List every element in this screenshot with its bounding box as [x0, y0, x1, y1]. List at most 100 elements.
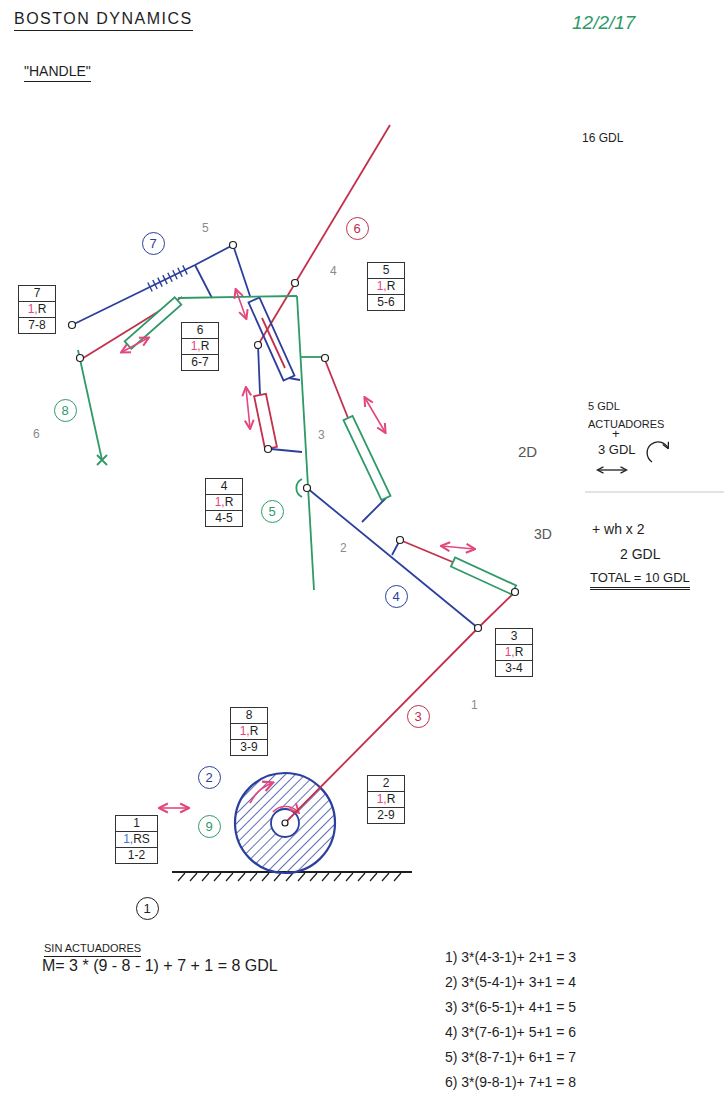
- table-cell: 1,: [240, 724, 250, 738]
- formula: 2) 3*(5-4-1)+ 3+1 = 4: [445, 974, 576, 990]
- table-row: 6: [182, 323, 218, 339]
- table-cell: 4-5: [215, 511, 232, 525]
- date: 12/2/17: [572, 12, 635, 33]
- joint: [69, 322, 76, 329]
- label-slot: 1: [471, 695, 478, 713]
- label-slot: 6) 3*(9-8-1)+ 7+1 = 8: [445, 1073, 576, 1091]
- link-number: 1: [143, 901, 150, 916]
- table-row: 1,R: [19, 302, 55, 318]
- note: 3 GDL: [598, 442, 636, 457]
- joint-table: 21,R2-9: [367, 775, 405, 824]
- table-row: 1,R: [182, 339, 218, 355]
- link-number: 6: [33, 427, 40, 441]
- note: 16 GDL: [582, 131, 623, 145]
- table-cell: R: [225, 495, 234, 509]
- table-cell: 6-7: [191, 355, 208, 369]
- motion-symbol: [598, 442, 668, 470]
- label-slot: 3D: [534, 525, 552, 543]
- table-row: 1-2: [116, 848, 157, 863]
- link-number: 3: [318, 428, 325, 442]
- blue-links: [307, 488, 478, 628]
- link-circle: 7: [142, 232, 165, 255]
- label-slot: + wh x 2: [592, 520, 645, 538]
- table-row: 1,RS: [116, 832, 157, 848]
- link-number: 2: [205, 770, 212, 785]
- joint-table: 41,R4-5: [205, 478, 243, 527]
- table-row: 1,R: [368, 792, 404, 808]
- joint: [265, 446, 272, 453]
- note: 2 GDL: [620, 546, 660, 562]
- label-slot: SIN ACTUADORES: [44, 938, 141, 956]
- formula: 4) 3*(7-6-1)+ 5+1 = 6: [445, 1024, 576, 1040]
- joint: [304, 485, 311, 492]
- table-cell: 7: [34, 286, 41, 300]
- joint: [77, 355, 84, 362]
- joint: [69, 242, 519, 827]
- joint: [255, 342, 262, 349]
- table-cell: 1,: [215, 495, 225, 509]
- table-cell: 4: [221, 479, 228, 493]
- label-slot: 2: [340, 538, 347, 556]
- table-row: 3-9: [231, 740, 267, 755]
- link-number: 4: [330, 264, 337, 278]
- label-slot: +: [612, 424, 620, 442]
- joint: [230, 242, 237, 249]
- link-number: 1: [471, 698, 478, 712]
- formula: 5) 3*(8-7-1)+ 6+1 = 7: [445, 1049, 576, 1065]
- actuator-arrow: [122, 338, 148, 352]
- link-circle: 3: [407, 705, 430, 728]
- table-row: 1,R: [206, 495, 242, 511]
- formula: 3) 3*(6-5-1)+ 4+1 = 5: [445, 999, 576, 1015]
- label-slot: 12/2/17: [572, 12, 635, 34]
- label-slot: TOTAL = 10 GDL: [590, 568, 690, 586]
- table-row: 1: [116, 816, 157, 832]
- label-slot: 5: [202, 218, 209, 236]
- table-cell: R: [38, 302, 47, 316]
- blue-links: [258, 345, 260, 394]
- joint-table: 7 1,R7-8: [18, 285, 56, 334]
- table-row: 1,R: [231, 724, 267, 740]
- table-row: 1,R: [496, 645, 532, 661]
- red-links: [285, 592, 515, 823]
- link-circle: 2: [198, 766, 221, 789]
- link-circle: 4: [385, 585, 408, 608]
- table-cell: 5: [383, 263, 390, 277]
- actuator-arrow: [365, 398, 385, 432]
- label-slot: 16 GDL: [582, 128, 623, 146]
- table-row: 7: [19, 286, 55, 302]
- actuator-arrow: [246, 388, 250, 428]
- separator: [585, 491, 724, 492]
- table-row: 4: [206, 479, 242, 495]
- green-links: [297, 296, 314, 590]
- label-slot: "HANDLE": [24, 62, 91, 80]
- joint: [397, 537, 404, 544]
- link-number: 4: [392, 589, 399, 604]
- blue-links: [289, 378, 300, 380]
- blue-links: [195, 265, 212, 298]
- table-row: 7-8: [19, 318, 55, 333]
- table-cell: 1,: [377, 792, 387, 806]
- red-links: [258, 125, 390, 345]
- link-number: 9: [205, 819, 212, 834]
- table-cell: 6: [197, 323, 204, 337]
- table-row: 3-4: [496, 661, 532, 676]
- wheel: [273, 807, 298, 812]
- green-links: [97, 455, 107, 465]
- link-number: 6: [353, 221, 360, 236]
- table-row: 1,R: [368, 279, 404, 295]
- table-cell: 3-4: [505, 661, 522, 675]
- table-row: 5-6: [368, 295, 404, 310]
- label-slot: 5 GDL ACTUADORES: [588, 396, 670, 432]
- table-cell: RS: [133, 832, 150, 846]
- label-slot: 5) 3*(8-7-1)+ 6+1 = 7: [445, 1048, 576, 1066]
- green-links: [125, 297, 182, 349]
- label-slot: M= 3 * (9 - 8 - 1) + 7 + 1 = 8 GDL: [42, 957, 278, 975]
- note: + wh x 2: [592, 521, 645, 537]
- wheel: [250, 783, 272, 803]
- green-links: [78, 350, 102, 460]
- label-slot: 3 GDL: [598, 440, 636, 458]
- table-row: 4-5: [206, 511, 242, 526]
- table-cell: 5-6: [377, 295, 394, 309]
